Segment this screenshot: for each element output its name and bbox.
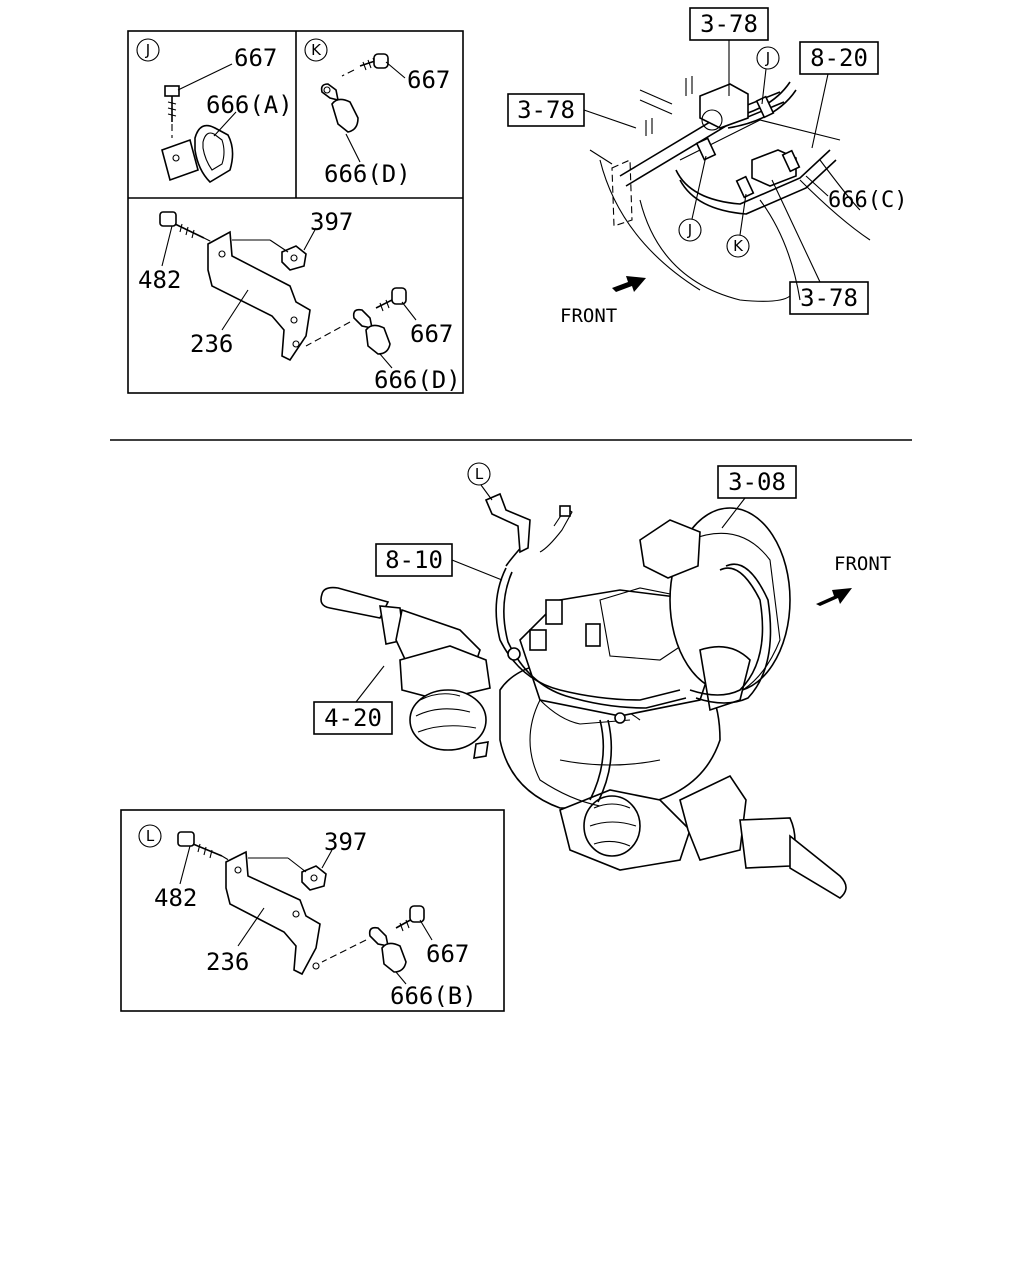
bracket-236-icon	[207, 230, 311, 362]
detail-panel-top-left	[127, 30, 464, 394]
clip-d-icon	[320, 83, 359, 133]
callout-j-circle	[136, 38, 160, 62]
ref-box-3-78-left: 3-78	[507, 93, 637, 129]
label-666c: 666(C)	[828, 188, 907, 213]
nut-397-bottom-icon	[248, 857, 327, 891]
screw-667-icon	[375, 287, 407, 312]
callout-k-bottom: K	[726, 193, 750, 258]
callout-l-letter: L	[146, 827, 155, 845]
callout-j-letter: J	[145, 41, 150, 59]
callout-j-letter-tr: J	[765, 49, 770, 67]
callout-j-top-right: J	[756, 46, 780, 105]
ref-8-10: 8-10	[385, 546, 443, 574]
bracket-236-bottom-icon	[225, 850, 321, 976]
clip-d-bracket-icon	[305, 308, 391, 355]
nut-397-icon	[232, 239, 307, 271]
clip-b-bottom-icon	[321, 926, 407, 973]
callout-l-letter-main: L	[475, 465, 484, 483]
label-667-bottom: 667	[426, 940, 469, 968]
detail-box-j: J 667 666(A)	[136, 38, 293, 184]
detail-box-k: K 667 666(D)	[304, 38, 450, 188]
label-236-top: 236	[190, 330, 233, 358]
ref-box-3-78-top: 3-78	[689, 7, 769, 96]
ref-box-3-78-bottom: 3-78	[771, 179, 869, 315]
ref-8-20: 8-20	[810, 44, 868, 72]
callout-k-circle	[304, 38, 328, 62]
ref-3-78-bottom: 3-78	[800, 284, 858, 312]
ref-3-08: 3-08	[728, 468, 786, 496]
label-482-top: 482	[138, 266, 181, 294]
screw-icon	[341, 53, 389, 77]
top-right-diagram	[589, 76, 871, 302]
clamp-a-icon	[161, 124, 234, 184]
front-arrow-top-icon	[612, 276, 646, 292]
callout-k-letter-b: K	[733, 237, 744, 255]
ref-3-78-top: 3-78	[700, 10, 758, 38]
ref-box-4-20: 4-20	[313, 665, 393, 735]
ref-4-20: 4-20	[324, 704, 382, 732]
bolt-482-bottom-icon	[177, 831, 233, 863]
callout-j-letter-b: J	[687, 221, 692, 239]
label-667-j: 667	[234, 44, 277, 72]
front-label-top: FRONT	[560, 305, 617, 327]
front-arrow-main-icon	[816, 588, 852, 606]
bracket-l-main-icon	[484, 492, 573, 554]
ref-3-78-left: 3-78	[517, 96, 575, 124]
label-666b-bottom: 666(B)	[390, 982, 477, 1010]
callout-l-circle	[138, 824, 162, 848]
label-667-top: 667	[410, 320, 453, 348]
front-label-main: FRONT	[834, 553, 891, 575]
label-482-bottom: 482	[154, 884, 197, 912]
label-236-bottom: 236	[206, 948, 249, 976]
bolt-icon	[164, 85, 180, 138]
label-397-bottom: 397	[324, 828, 367, 856]
callout-l-main: L	[467, 462, 493, 501]
callout-j-bottom: J	[678, 155, 707, 242]
screw-667-bottom-icon	[395, 905, 425, 932]
label-666d-top: 666(D)	[374, 366, 461, 394]
label-666d-k: 666(D)	[324, 160, 411, 188]
ref-box-8-20: 8-20	[799, 41, 879, 149]
label-666a: 666(A)	[206, 91, 293, 119]
ref-box-8-10: 8-10	[375, 543, 503, 581]
callout-k-letter: K	[311, 41, 322, 59]
label-667-k: 667	[407, 66, 450, 94]
detail-box-bracket-top: 397 482 236 667 666(D)	[138, 208, 461, 394]
detail-box-bracket-bottom: L	[120, 809, 505, 1012]
axle-assembly	[320, 507, 847, 899]
ref-box-3-08: 3-08	[717, 465, 797, 529]
label-397-top: 397	[310, 208, 353, 236]
